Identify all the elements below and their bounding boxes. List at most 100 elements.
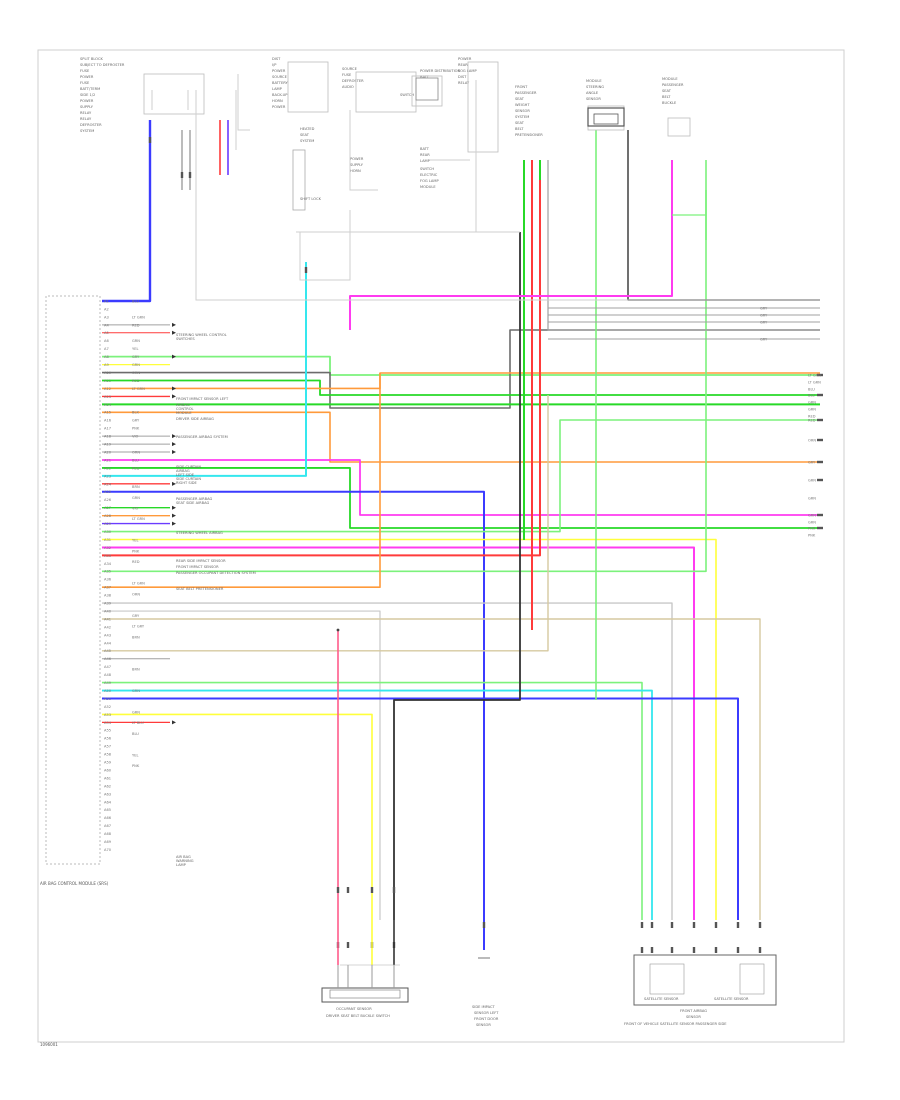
sensor-inner (593, 113, 619, 125)
component-label: DEFROSTER (80, 123, 102, 127)
wire (102, 610, 381, 920)
component-label: SOURCE (342, 67, 358, 71)
connector-label: A4 (104, 323, 109, 327)
side-annotation: FRONT IMPACT SENSOR LEFT (176, 397, 229, 401)
wire-code: GRY (760, 306, 768, 310)
wire (102, 618, 761, 920)
bottom-label: OCCUPANT SENSOR (336, 1007, 372, 1011)
connector-label: A39 (104, 602, 112, 606)
component-label: BATTERY (272, 81, 289, 85)
component-label: POWER (272, 69, 286, 73)
connector-label: A62 (104, 784, 111, 788)
connector-pin (714, 922, 718, 928)
right-wire-code: BLU (808, 393, 815, 397)
connector-label: A13 (104, 395, 111, 399)
wire-label: BRN (132, 635, 140, 639)
satellite-sensor-box (633, 954, 777, 1006)
component-label: RELAY (80, 117, 92, 121)
connector-pin (692, 947, 696, 953)
component-label: PASSENGER (662, 83, 684, 87)
component-label: HORN (350, 169, 361, 173)
connector-label: A30 (104, 530, 112, 534)
connector-pin (304, 267, 308, 273)
connector-label: A57 (104, 745, 111, 749)
component-label: SPLIT BLOCK (80, 57, 104, 61)
component-label: I/P (272, 63, 277, 67)
component-label: FOG LAMP (420, 179, 439, 183)
connector-label: A27 (104, 506, 111, 510)
wire (627, 130, 820, 301)
connector-label: A11 (104, 379, 111, 383)
wire-label: BRN (132, 667, 140, 671)
connector-label: A69 (104, 840, 112, 844)
connector-label: A21 (104, 458, 111, 462)
wire-label: ORN (132, 371, 140, 375)
connector-pin (758, 947, 762, 953)
connector-pin (650, 947, 654, 953)
wire-label: LT GRN (132, 582, 145, 586)
connector-label: A51 (104, 697, 111, 701)
connector-pin (482, 922, 486, 928)
side-annotation: SWITCHES (176, 337, 195, 341)
wire (102, 180, 541, 557)
bottom-label: FRONT OF VEHICLE SATELLITE SENSOR PASSEN… (624, 1022, 727, 1026)
side-annotation: AIR BAG (176, 855, 191, 859)
component-label: BATT/TERM (80, 87, 100, 91)
side-annotation: SIDE CURTAIN (176, 465, 201, 469)
side-annotation: RIGHT SIDE (176, 481, 197, 485)
component-label: POWER (80, 75, 94, 79)
arrow-head (172, 330, 176, 335)
wire-label: PNK (132, 764, 140, 768)
connector-pin (817, 513, 823, 517)
component-label: SIDE 1/2 (80, 93, 95, 97)
component-label: POWER DISTRIBUTION (420, 69, 460, 73)
connector-label: A56 (104, 737, 112, 741)
wire-label: GRY (132, 355, 140, 359)
wire-label: GRN (132, 689, 140, 693)
side-annotation: PASSENGER AIRBAG (176, 497, 212, 501)
bottom-label: SENSOR (476, 1023, 491, 1027)
component-label: SYSTEM (80, 129, 94, 133)
wire-label: GRN (132, 710, 140, 714)
wire-code: GRY (760, 337, 768, 341)
arrow-head (172, 322, 176, 327)
wire (102, 490, 485, 950)
wire-label: ORN (132, 592, 140, 596)
component-label: SENSOR (586, 97, 601, 101)
wire-label: LT BLU (132, 721, 144, 725)
component-label: SEAT (515, 121, 525, 125)
connector-label: A55 (104, 729, 111, 733)
arrow-head (172, 505, 176, 510)
wire-group (102, 120, 823, 953)
side-annotation: LEFT SIDE (176, 473, 195, 477)
wire (102, 355, 820, 376)
connector-label: A48 (104, 673, 112, 677)
component-label: DIST (272, 57, 281, 61)
bottom-label: FRONT AIRBAG (680, 1009, 707, 1013)
wire-label: VIO (132, 435, 139, 439)
component-label: BUCKLE (662, 101, 677, 105)
connector-label: A45 (104, 649, 111, 653)
label-group: A1A2A3A4A5A6A7A8A9A10A11A12A13A14A15A16A… (104, 299, 821, 867)
connector-label: A50 (104, 689, 112, 693)
component-label: BELT (515, 127, 524, 131)
connector-pin (817, 393, 823, 397)
right-wire-code: PNK (808, 526, 816, 530)
arrow-head (172, 354, 176, 359)
occupant-sensor-inner (329, 989, 401, 999)
right-wire-code: RED (808, 414, 816, 418)
occupant-sensor-box (321, 987, 409, 1003)
sensor-box (587, 107, 625, 127)
connector-pin (817, 460, 823, 464)
connector-label: A41 (104, 617, 111, 621)
connector-label: A7 (104, 347, 109, 351)
connector-pin (692, 922, 696, 928)
side-annotation: STEERING WHEEL AIRBAG (176, 531, 223, 535)
connector-pin (817, 526, 823, 530)
connector-label: A66 (104, 816, 112, 820)
component-label: STEERING (586, 85, 604, 89)
connector-label: A16 (104, 419, 112, 423)
connector-pin (148, 137, 152, 143)
wire (349, 160, 673, 330)
